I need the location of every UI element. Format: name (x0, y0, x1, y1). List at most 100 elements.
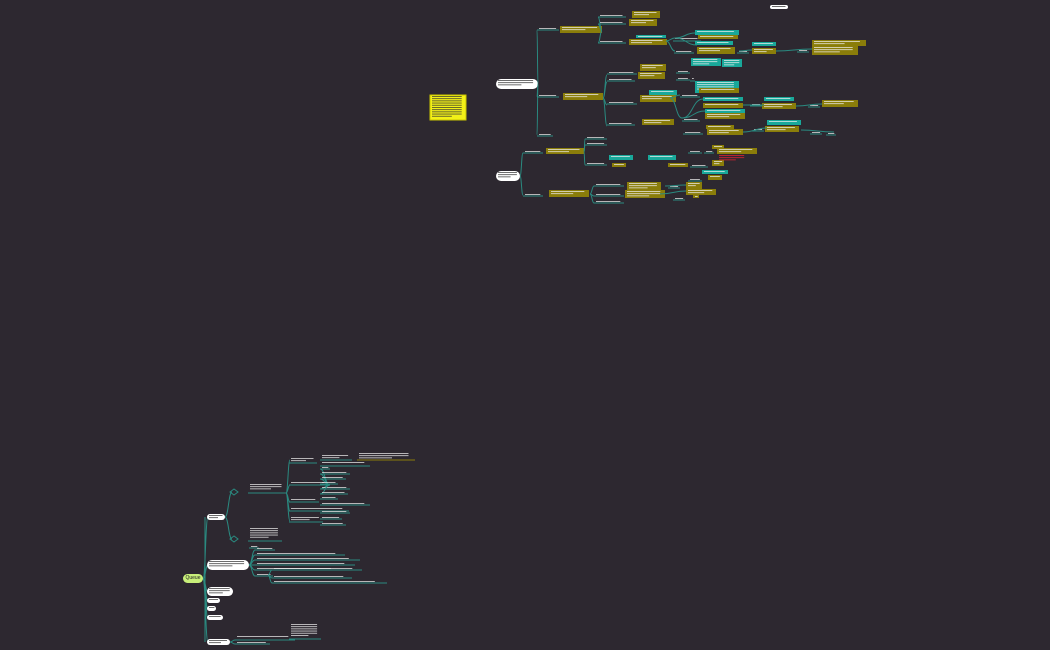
node-text-line (432, 104, 462, 106)
node-text-line (600, 41, 623, 42)
olive-node[interactable] (629, 39, 667, 45)
node-text-line (812, 132, 821, 133)
node-text-line (209, 588, 230, 589)
teal-node[interactable] (767, 120, 801, 125)
olive-node[interactable] (812, 46, 858, 55)
olive-node[interactable] (762, 103, 796, 109)
node-text-line (772, 6, 786, 7)
olive-node[interactable] (546, 148, 584, 154)
diamond-node[interactable] (229, 488, 239, 496)
node-text-line (651, 91, 674, 92)
olive-node[interactable] (686, 189, 716, 195)
teal-node[interactable] (609, 155, 633, 160)
teal-node[interactable] (695, 30, 739, 35)
node-text-line (675, 38, 698, 39)
node-text-line (690, 151, 700, 152)
topic-node[interactable] (207, 560, 249, 570)
node-text-line (638, 36, 663, 37)
teal-node[interactable] (703, 97, 743, 101)
topic-node[interactable] (770, 5, 788, 9)
branch-line (224, 516, 233, 540)
teal-node[interactable] (695, 41, 733, 45)
node-text-line (701, 89, 735, 90)
topic-node[interactable] (207, 587, 233, 596)
node-text-line (719, 151, 742, 153)
node-text-line (291, 499, 316, 500)
node-text-line (719, 157, 745, 159)
node-text-line (250, 484, 282, 485)
olive-node[interactable] (812, 40, 866, 46)
branch-line (536, 29, 539, 85)
node-text-line (525, 151, 541, 152)
olive-node[interactable] (612, 163, 626, 167)
topic-node[interactable] (207, 598, 220, 603)
node-text-line (678, 71, 688, 72)
node-text-line (678, 78, 688, 79)
node-text-line (209, 517, 218, 519)
branch-line (536, 83, 539, 136)
node-text-line (824, 101, 854, 102)
olive-node[interactable] (765, 126, 799, 132)
olive-node[interactable] (642, 119, 674, 125)
olive-node[interactable] (705, 113, 745, 119)
olive-node[interactable] (717, 148, 757, 154)
node-text-line (724, 64, 735, 66)
node-text-line (699, 48, 731, 49)
node-text-line (250, 528, 278, 529)
olive-node[interactable] (752, 48, 776, 54)
branch-line (248, 564, 256, 577)
topic-node[interactable] (207, 514, 225, 520)
node-text-line (719, 149, 753, 150)
node-text-line (764, 106, 783, 108)
branch-line (285, 459, 291, 494)
node-text-line (322, 462, 365, 463)
node-text-line (250, 488, 271, 490)
node-text-line (209, 640, 227, 641)
node-text-line (705, 104, 739, 105)
topic-node[interactable] (207, 639, 230, 645)
topic-node[interactable] (496, 79, 538, 89)
node-text-line (693, 61, 718, 63)
node-text-line (250, 532, 278, 534)
node-text-line (548, 151, 569, 153)
topic-node[interactable] (207, 606, 216, 611)
olive-node[interactable] (703, 103, 743, 108)
teal-node[interactable] (764, 97, 794, 101)
teal-node[interactable] (702, 170, 728, 174)
node-text-line (562, 27, 598, 28)
node-text-line (724, 62, 740, 64)
branch-line (681, 110, 706, 119)
node-text-line (257, 563, 345, 564)
node-text-line (209, 590, 230, 592)
branch-line (674, 37, 698, 46)
topic-node[interactable] (496, 171, 520, 181)
teal-node[interactable] (705, 109, 745, 113)
diamond-node[interactable] (229, 535, 239, 543)
olive-node[interactable] (668, 163, 688, 167)
teal-node[interactable] (649, 90, 677, 95)
olive-node[interactable] (706, 125, 734, 129)
olive-node[interactable] (712, 160, 724, 166)
topic-node[interactable] (207, 615, 223, 620)
node-text-line (432, 98, 462, 100)
node-text-line (709, 132, 729, 134)
node-text-line (250, 486, 282, 488)
teal-node[interactable] (752, 42, 776, 46)
node-text-line (322, 472, 347, 473)
root-topic-queue[interactable]: Queue (183, 574, 203, 583)
olive-node[interactable] (699, 88, 739, 93)
node-text-line (237, 636, 289, 637)
node-text-line (539, 134, 551, 135)
branch-line (742, 127, 768, 133)
node-text-line (697, 82, 734, 83)
olive-node[interactable] (712, 145, 724, 149)
node-text-line (498, 82, 534, 84)
node-text-line (291, 624, 318, 625)
olive-node[interactable] (708, 175, 722, 180)
node-text-line (274, 568, 353, 569)
node-text-line (432, 102, 462, 104)
olive-node[interactable] (698, 35, 738, 39)
teal-node[interactable] (648, 155, 676, 160)
olive-node[interactable] (707, 129, 743, 135)
